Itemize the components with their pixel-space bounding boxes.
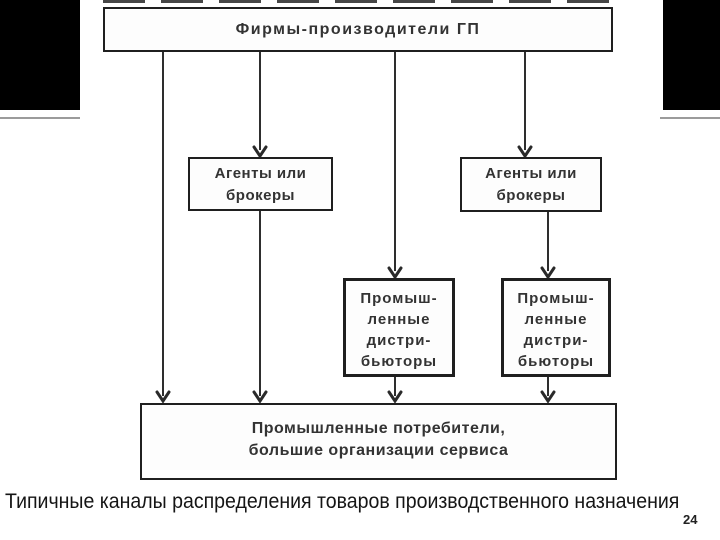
arrow-down-icon xyxy=(252,390,268,404)
slide-caption: Типичные каналы распределения товаров пр… xyxy=(5,490,680,513)
top-right-black-mask xyxy=(663,0,720,110)
node-distributors-left-line3: дистри- xyxy=(366,332,432,349)
node-distributors-right: Промыш- ленные дистри- бьюторы xyxy=(501,278,611,377)
node-distributors-left-line2: ленные xyxy=(367,311,431,328)
node-distributors-left-line1: Промыш- xyxy=(360,290,438,307)
arrow-down-icon xyxy=(387,266,403,280)
node-distributors-left: Промыш- ленные дистри- бьюторы xyxy=(343,278,455,377)
node-distributors-right-line4: бьюторы xyxy=(517,353,595,370)
arrow-down-icon xyxy=(540,390,556,404)
node-agents-left-line2: брокеры xyxy=(226,187,295,204)
node-producers-label: Фирмы-производители ГП xyxy=(235,21,481,38)
top-right-divider-line xyxy=(660,117,720,119)
arrow-down-icon xyxy=(517,145,533,159)
node-consumers: Промышленные потребители, большие органи… xyxy=(140,403,617,480)
node-distributors-right-line1: Промыш- xyxy=(517,290,595,307)
node-producers: Фирмы-производители ГП xyxy=(103,7,613,52)
scan-edge-artifact xyxy=(103,0,615,3)
arrow-down-icon xyxy=(540,266,556,280)
top-left-black-mask xyxy=(0,0,80,110)
arrow-down-icon xyxy=(155,390,171,404)
node-consumers-line1: Промышленные потребители, xyxy=(251,420,506,437)
node-consumers-line2: большие организации сервиса xyxy=(248,442,509,459)
node-distributors-left-line4: бьюторы xyxy=(360,353,438,370)
node-agents-left-line1: Агенты или xyxy=(214,165,307,182)
node-agents-left: Агенты или брокеры xyxy=(188,157,333,211)
node-distributors-right-line3: дистри- xyxy=(523,332,589,349)
arrow-down-icon xyxy=(387,390,403,404)
page-number: 24 xyxy=(683,512,698,527)
arrow-down-icon xyxy=(252,145,268,159)
node-agents-right-line2: брокеры xyxy=(496,187,566,204)
node-distributors-right-line2: ленные xyxy=(524,311,588,328)
top-left-divider-line xyxy=(0,117,80,119)
node-agents-right-line1: Агенты или xyxy=(485,165,577,182)
node-agents-right: Агенты или брокеры xyxy=(460,157,602,212)
